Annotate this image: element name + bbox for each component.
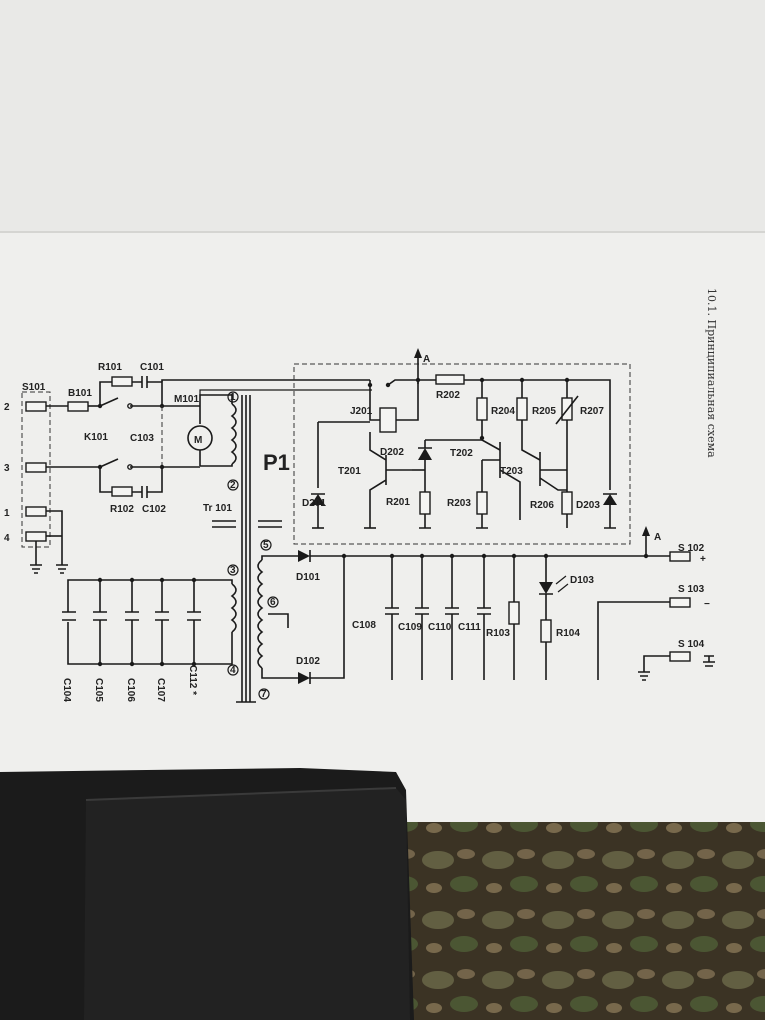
output-filter: C108 C109 C110 C111 R103 [352, 556, 520, 680]
svg-text:7: 7 [261, 689, 267, 700]
svg-text:M: M [194, 435, 202, 446]
svg-text:4: 4 [230, 665, 236, 676]
svg-text:C105: C105 [93, 678, 104, 702]
svg-text:T201: T201 [338, 466, 361, 477]
svg-text:J201: J201 [350, 406, 373, 417]
svg-text:R104: R104 [556, 628, 580, 639]
svg-text:R205: R205 [532, 406, 556, 417]
svg-text:D202: D202 [380, 447, 404, 458]
svg-text:A: A [423, 354, 430, 365]
upper-page [0, 0, 765, 232]
svg-text:Tr 101: Tr 101 [203, 503, 232, 514]
svg-text:D103: D103 [570, 575, 594, 586]
schematic-page [0, 232, 765, 822]
svg-text:3: 3 [230, 565, 236, 576]
svg-text:C106: C106 [125, 678, 136, 702]
svg-text:S101: S101 [22, 382, 46, 393]
svg-text:D101: D101 [296, 572, 320, 583]
svg-text:4: 4 [4, 533, 10, 544]
tank-capacitors: C104 C105 C106 C107 C112 * [61, 577, 201, 702]
svg-text:6: 6 [270, 597, 276, 608]
svg-text:R204: R204 [491, 406, 515, 417]
svg-text:R102: R102 [110, 504, 134, 515]
svg-text:1: 1 [230, 392, 236, 403]
svg-text:2: 2 [4, 402, 10, 413]
svg-text:C112 *: C112 * [187, 665, 198, 695]
svg-text:D203: D203 [576, 500, 600, 511]
svg-text:C104: C104 [61, 678, 72, 702]
svg-text:D201: D201 [302, 498, 326, 509]
svg-text:T203: T203 [500, 466, 523, 477]
svg-text:3: 3 [4, 463, 10, 474]
svg-text:2: 2 [230, 480, 236, 491]
svg-text:C102: C102 [142, 504, 166, 515]
svg-text:1: 1 [4, 508, 10, 519]
svg-text:C111: C111 [458, 622, 481, 633]
svg-text:−: − [704, 599, 710, 610]
svg-text:R207: R207 [580, 406, 604, 417]
svg-text:T202: T202 [450, 448, 473, 459]
svg-text:C103: C103 [130, 433, 154, 444]
svg-text:+: + [700, 554, 706, 565]
svg-text:A: A [654, 532, 661, 543]
svg-text:R202: R202 [436, 390, 460, 401]
connector-s101: S101 2 3 1 4 [4, 382, 51, 548]
svg-text:C110: C110 [428, 622, 452, 633]
svg-text:C108: C108 [352, 620, 376, 631]
svg-text:C101: C101 [140, 362, 164, 373]
svg-text:C109: C109 [398, 622, 422, 633]
svg-text:P1: P1 [263, 450, 290, 475]
svg-text:S 102: S 102 [678, 543, 705, 554]
page-caption: 10.1. Принципиальная схема [705, 288, 718, 458]
svg-text:B101: B101 [68, 388, 92, 399]
svg-text:S 104: S 104 [678, 639, 705, 650]
svg-text:D102: D102 [296, 656, 320, 667]
svg-text:R101: R101 [98, 362, 122, 373]
svg-text:5: 5 [263, 540, 269, 551]
svg-text:R201: R201 [386, 497, 410, 508]
svg-text:R203: R203 [447, 498, 471, 509]
svg-text:S 103: S 103 [678, 584, 705, 595]
svg-text:M101: M101 [174, 394, 199, 405]
svg-text:R103: R103 [486, 628, 510, 639]
svg-text:C107: C107 [155, 678, 166, 702]
svg-text:K101: K101 [84, 432, 108, 443]
svg-text:R206: R206 [530, 500, 554, 511]
